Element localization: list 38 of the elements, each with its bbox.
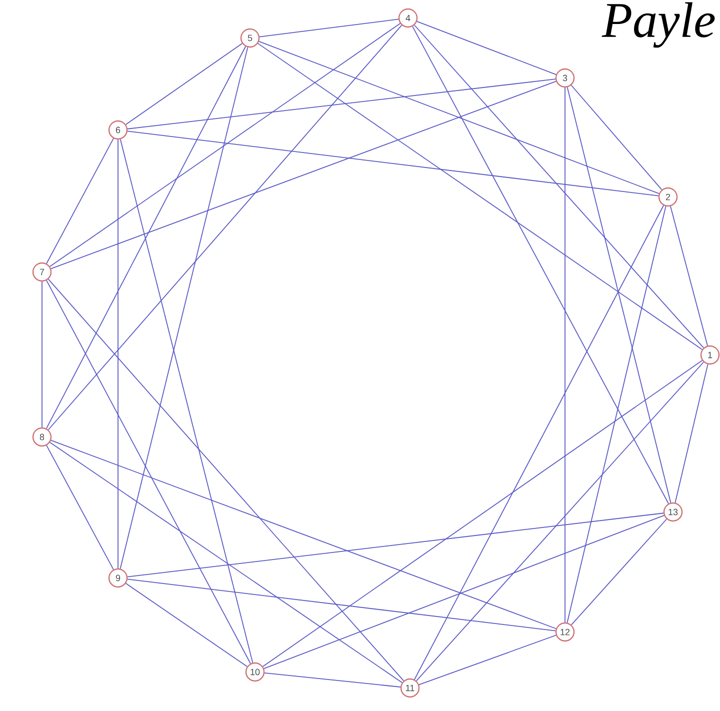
edge-line [670, 206, 708, 346]
edge-line [46, 444, 114, 570]
edge-line [127, 130, 659, 196]
edge-line [46, 46, 246, 429]
edge-line [46, 138, 114, 264]
edge-line [570, 518, 668, 626]
edge-line [262, 360, 703, 667]
edge-line [566, 86, 672, 504]
edge-line [259, 18, 399, 38]
edge-line [414, 24, 704, 348]
edge-line [418, 634, 556, 686]
edge-line [125, 582, 248, 667]
title: Payle [602, 2, 715, 48]
edge-line [257, 42, 703, 350]
edge-line [570, 84, 662, 190]
edge-line [416, 20, 556, 75]
edge-line [46, 280, 251, 664]
edge-line [258, 40, 660, 194]
edge-line [264, 672, 401, 688]
edge-line [50, 440, 556, 630]
edge-line [49, 442, 403, 684]
edge-line [264, 514, 664, 669]
edge-line [125, 43, 243, 125]
edge-line [416, 362, 704, 682]
edge-line [127, 78, 556, 130]
edge-line [50, 80, 556, 270]
edge-line [564, 87, 566, 623]
edge-line [566, 206, 666, 624]
edge-line [49, 23, 401, 267]
edge-line [120, 138, 254, 664]
edge-line [120, 46, 248, 570]
edge-line [414, 205, 664, 680]
edge-line [48, 278, 404, 682]
edge-line [412, 26, 669, 504]
edge-line [127, 578, 556, 632]
edge-line [127, 512, 664, 578]
edge-line [48, 24, 402, 430]
edge-line [674, 364, 708, 504]
